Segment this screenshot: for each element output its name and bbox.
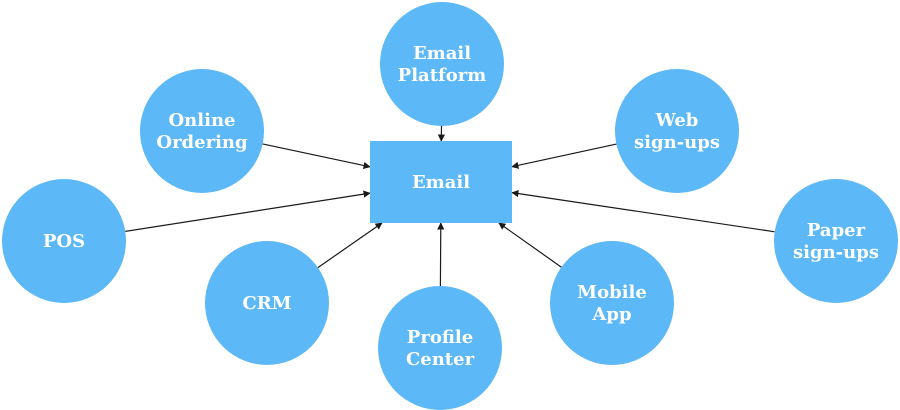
edge-web-signups-to-email [511,143,617,169]
source-circle [550,241,674,365]
source-circle [774,179,898,303]
edge-online-ordering-to-email [262,143,371,169]
source-label: Mobile [577,282,647,303]
edge-pos-to-email [125,190,371,232]
edge-mobile-app-to-email [498,222,562,268]
edge-paper-signups-to-email [511,189,775,233]
source-label: Profile [407,327,473,348]
hub-label: Email [412,172,470,193]
source-circle [2,179,126,303]
source-label: Online [169,110,236,131]
source-label: POS [43,231,85,252]
edges-layer [125,125,775,287]
source-circle [615,69,739,193]
source-label: App [591,304,631,325]
source-label: CRM [242,293,291,314]
source-label: Ordering [156,132,248,153]
source-node-crm: CRM [205,241,329,365]
source-label: Paper [807,220,866,241]
hub-node-email: Email [370,141,512,223]
source-label: Center [406,349,475,370]
source-label: sign-ups [634,132,720,153]
source-circle [205,241,329,365]
source-label: sign-ups [793,242,879,263]
edge-crm-to-email [317,222,383,269]
source-label: Platform [398,65,487,86]
source-circle [378,286,502,410]
source-node-pos: POS [2,179,126,303]
source-circle [140,69,264,193]
hub-box [370,141,512,223]
source-label: Email [413,43,471,64]
source-circle [380,2,504,126]
source-label: Web [655,110,699,131]
